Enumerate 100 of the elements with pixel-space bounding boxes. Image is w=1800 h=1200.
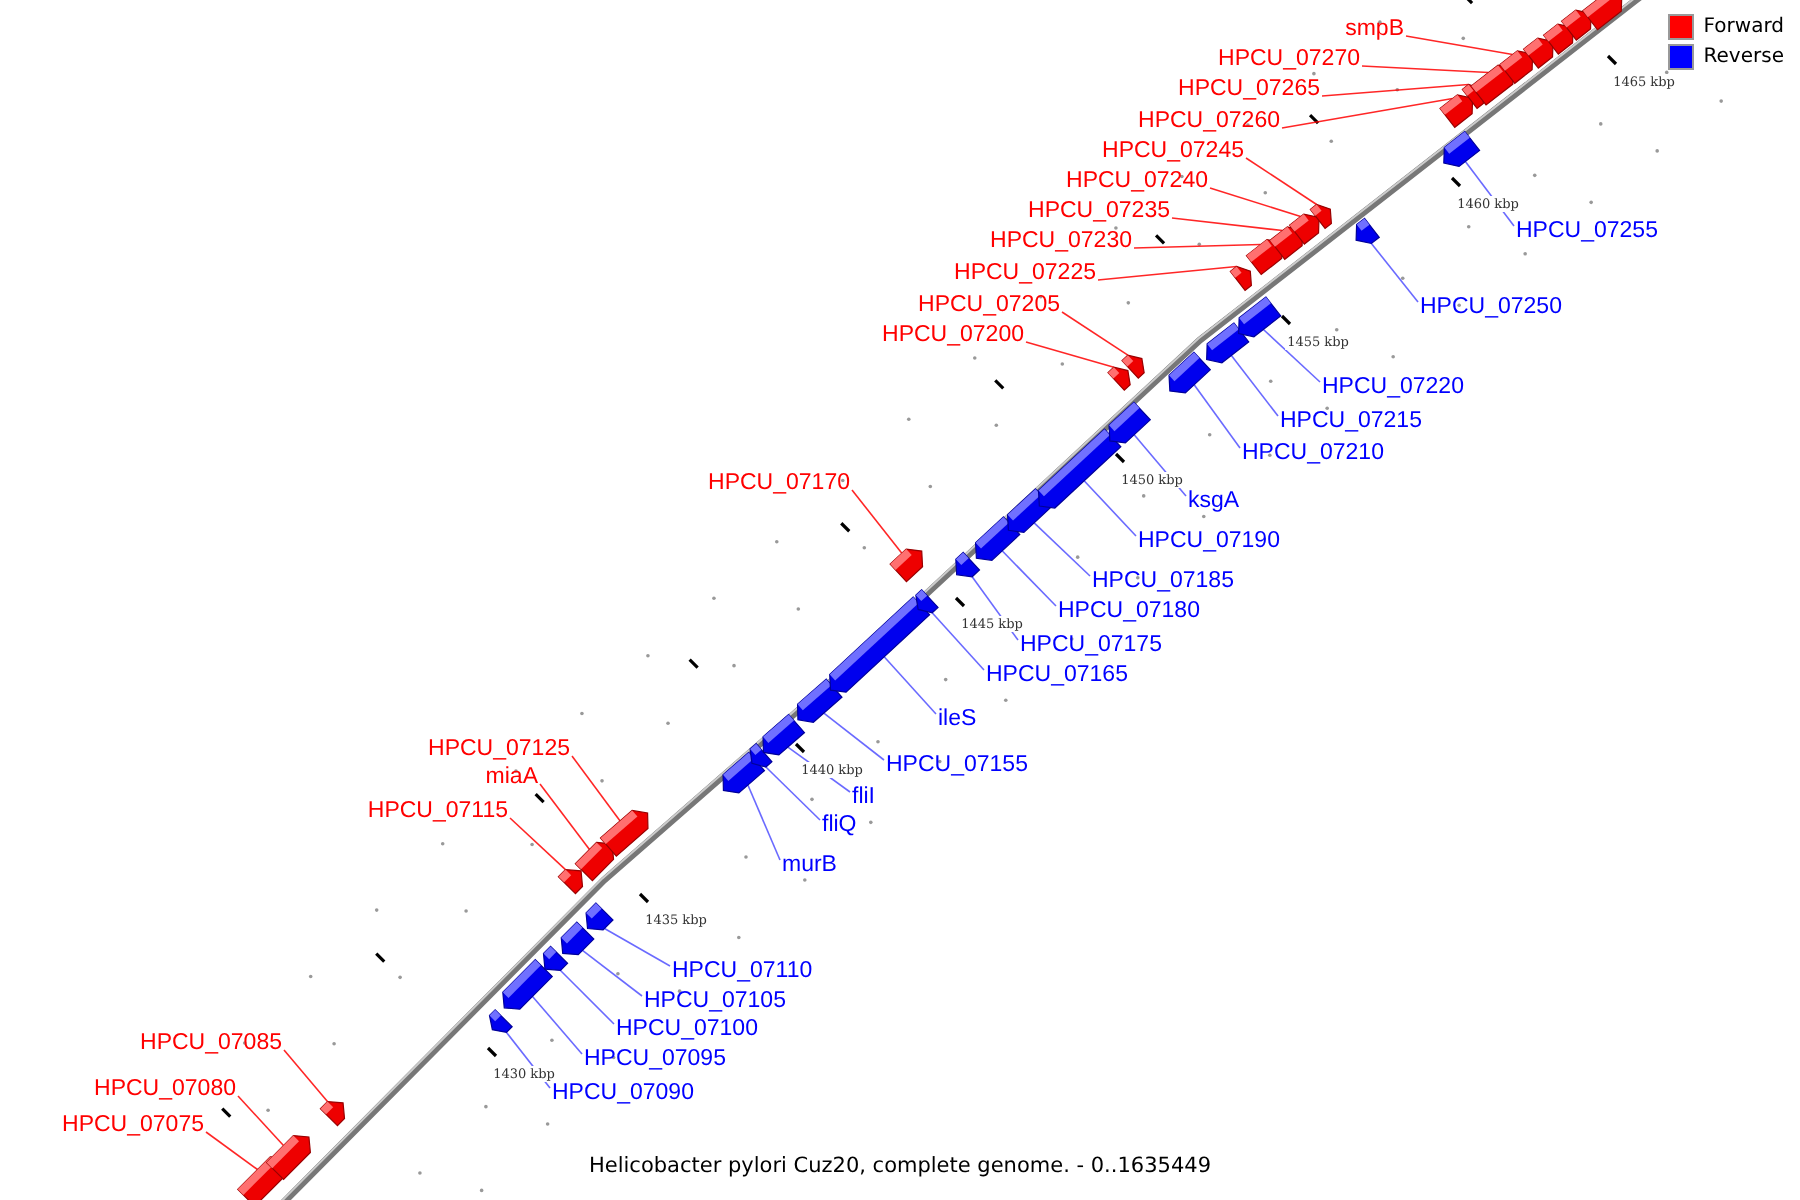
leader-line [1281,97,1454,129]
gene-block [1443,130,1481,168]
leader-line [237,1095,285,1147]
leader-line [1033,522,1091,577]
leader-line [931,612,985,671]
gene-block [319,1100,346,1127]
leader-line [1083,480,1137,537]
gene-label: ksgA [1188,489,1240,515]
gene-label: HPCU_07090 [552,1081,694,1107]
legend-label: Reverse [1703,46,1784,68]
gene-label: HPCU_07115 [367,799,508,825]
gene-label: HPCU_07105 [644,989,786,1015]
gene-label: HPCU_07225 [954,261,1096,287]
gene-label: HPCU_07100 [616,1017,758,1043]
gene-label: HPCU_07255 [1516,219,1658,245]
gene-block [1168,351,1212,394]
leader-line [571,755,621,822]
gene-label: HPCU_07245 [1102,139,1244,165]
leader-line [1061,311,1129,356]
gene-block [265,1135,311,1181]
gene-block [1037,428,1122,509]
gene-block [574,841,615,882]
gene-label: HPCU_07110 [672,959,813,985]
leader-line [883,656,937,715]
gene-label: HPCU_07180 [1058,599,1200,625]
caption: Helicobacter pylori Cuz20, complete genome. - 0..1635449 [586,1154,1213,1178]
leader-line [1097,265,1238,281]
gene-label: HPCU_07085 [140,1031,282,1057]
gene-block [1499,50,1534,85]
leader-line [603,927,671,967]
gene-label: HPCU_07210 [1242,441,1384,467]
leader-line [1133,243,1262,249]
leader-line [539,783,591,851]
gene-block [955,551,981,578]
gene-label: HPCU_07185 [1092,569,1234,595]
leader-line [509,817,567,871]
gene-block [1309,203,1332,230]
leader-line [1171,217,1284,232]
gene-block [915,588,939,614]
gene-label: fliQ [822,813,857,839]
gene-label: HPCU_07270 [1218,47,1360,73]
gene-block [585,902,614,931]
gene-label: HPCU_07200 [882,323,1024,349]
gene-block [1121,354,1145,380]
gene-label: HPCU_07215 [1280,409,1422,435]
gene-block [1108,401,1152,444]
leader-line [1245,157,1318,206]
gene-block [1439,94,1474,129]
gene-label: HPCU_07165 [986,663,1128,689]
leader-line [1361,65,1490,74]
gene-label: murB [782,853,837,879]
gene-label: HPCU_07095 [584,1047,726,1073]
leader-line [1209,187,1302,218]
gene-block [488,1009,513,1034]
leader-line [205,1131,259,1171]
gene-label: HPCU_07190 [1138,529,1280,555]
gene-label: HPCU_07155 [886,753,1028,779]
legend-label: Forward [1703,16,1784,38]
gene-block [829,596,931,693]
leader-line [1405,35,1514,56]
gene-block [1238,296,1282,338]
gene-label: miaA [485,765,538,791]
gene-label: HPCU_07240 [1066,169,1208,195]
leader-line [765,766,821,821]
gene-block [889,548,924,583]
gene-block [1107,366,1131,392]
leader-line [1025,341,1115,368]
gene-label: fliI [852,785,875,811]
leader-line [1001,550,1057,607]
gene-label: HPCU_07205 [918,293,1060,319]
gene-label: HPCU_07170 [708,471,850,497]
gene-label: HPCU_07075 [62,1113,204,1139]
leader-line [1193,384,1241,449]
gene-label: HPCU_07230 [990,229,1132,255]
leader-line [1262,328,1321,383]
leader-line [823,712,885,761]
gene-label: HPCU_07220 [1322,375,1464,401]
gene-label: HPCU_07175 [1020,633,1162,659]
leader-line [283,1049,329,1103]
leader-line [747,784,781,861]
leader-line [559,969,615,1025]
gene-block [762,713,806,756]
gene-block [599,809,649,857]
gene-label: HPCU_07080 [94,1077,236,1103]
gene-label: HPCU_07235 [1028,199,1170,225]
gene-label: smpB [1345,17,1404,43]
leader-line [851,489,903,554]
gene-label: HPCU_07250 [1420,295,1562,321]
leader-line [1370,242,1419,303]
gene-label: HPCU_07125 [428,737,570,763]
leader-line [531,995,583,1055]
leader-line [581,949,643,997]
gene-block [1582,0,1623,31]
gene-block [1288,213,1320,245]
gene-block [502,958,554,1010]
gene-label: ileS [938,707,977,733]
leader-line [1230,354,1279,417]
leader-line [1321,83,1470,97]
gene-block [1355,217,1381,245]
gene-label: HPCU_07260 [1138,109,1280,135]
